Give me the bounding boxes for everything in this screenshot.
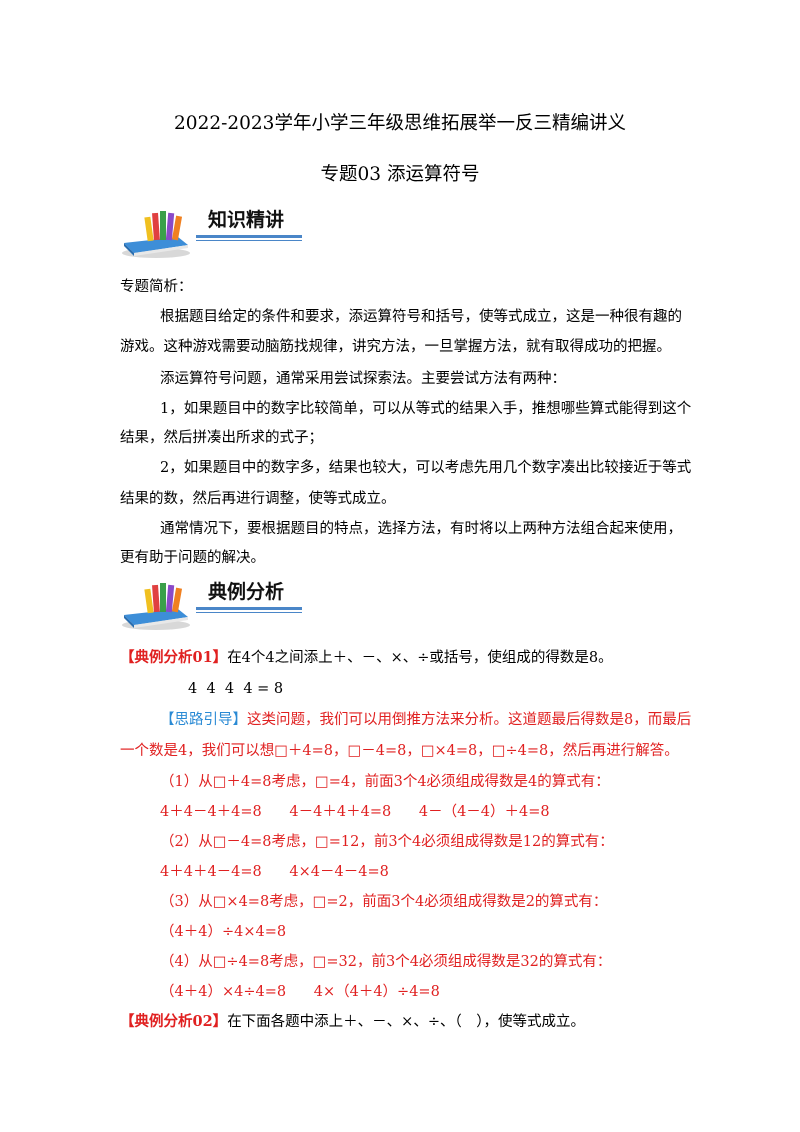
document-subtitle: 专题03 添运算符号 bbox=[320, 164, 480, 185]
case-1: （1）从□＋4=8考虑，□=4，前面3个4必须组成得数是4的算式有： bbox=[160, 774, 610, 790]
example-1-label: 【典例分析01】 bbox=[120, 649, 228, 666]
example-1-line: 【典例分析01】在4个4之间添上＋、－、×、÷或括号，使组成的得数是8。 bbox=[120, 648, 613, 668]
example-2-question: 在下面各题中添上＋、－、×、÷、（ ），使等式成立。 bbox=[227, 1014, 585, 1030]
books-stack-icon bbox=[122, 583, 190, 630]
section-rule-thin bbox=[196, 240, 302, 241]
hint-line: 【思路引导】这类问题，我们可以用倒推方法来分析。这道题最后得数是8，而最后 bbox=[160, 710, 691, 730]
case-2-answers: 4＋4＋4－4=8 4×4－4－4=8 bbox=[160, 864, 389, 880]
books-stack-icon bbox=[122, 211, 190, 258]
analysis-paragraph-1a: 根据题目给定的条件和要求，添运算符号和括号，使等式成立，这是一种很有趣的 bbox=[160, 309, 682, 325]
example-1-question: 在4个4之间添上＋、－、×、÷或括号，使组成的得数是8。 bbox=[227, 650, 613, 666]
analysis-paragraph-3b: 结果，然后拼凑出所求的式子； bbox=[120, 430, 323, 446]
case-1-answers: 4＋4－4＋4=8 4－4＋4＋4=8 4－（4－4）＋4=8 bbox=[160, 804, 550, 820]
analysis-paragraph-4b: 结果的数，然后再进行调整，使等式成立。 bbox=[120, 491, 396, 507]
example-2-line: 【典例分析02】在下面各题中添上＋、－、×、÷、（ ），使等式成立。 bbox=[120, 1012, 585, 1032]
analysis-paragraph-5b: 更有助于问题的解决。 bbox=[120, 550, 265, 566]
case-4-answers: （4＋4）×4÷4=8 4×（4＋4）÷4=8 bbox=[160, 984, 440, 1000]
document-title: 2022-2023学年小学三年级思维拓展举一反三精编讲义 bbox=[174, 113, 626, 134]
example-2-label: 【典例分析02】 bbox=[120, 1013, 228, 1030]
analysis-paragraph-3a: 1，如果题目中的数字比较简单，可以从等式的结果入手，推想哪些算式能得到这个 bbox=[160, 401, 692, 417]
case-3-answers: （4＋4）÷4×4=8 bbox=[160, 924, 287, 940]
analysis-paragraph-4a: 2，如果题目中的数字多，结果也较大，可以考虑先用几个数字凑出比较接近于等式 bbox=[160, 460, 692, 476]
analysis-paragraph-1b: 游戏。这种游戏需要动脑筋找规律，讲究方法，一旦掌握方法，就有取得成功的把握。 bbox=[120, 339, 671, 355]
example-1-equation: 4 4 4 4 = 8 bbox=[188, 681, 284, 697]
section-header-examples: 典例分析 bbox=[118, 575, 302, 635]
section-heading: 知识精讲 bbox=[208, 209, 285, 231]
hint-text-b: 一个数是4，我们可以想□＋4=8，□－4=8，□×4=8，□÷4=8，然后再进行… bbox=[120, 743, 679, 759]
case-3: （3）从□×4=8考虑，□=2，前面3个4必须组成得数是2的算式有： bbox=[160, 894, 608, 910]
section-rule bbox=[196, 607, 302, 610]
hint-text-a: 这类问题，我们可以用倒推方法来分析。这道题最后得数是8，而最后 bbox=[247, 712, 692, 728]
hint-label: 【思路引导】 bbox=[160, 712, 247, 728]
analysis-paragraph-5a: 通常情况下，要根据题目的特点，选择方法，有时将以上两种方法组合起来使用， bbox=[160, 521, 682, 537]
analysis-label: 专题简析： bbox=[120, 279, 193, 295]
analysis-paragraph-2: 添运算符号问题，通常采用尝试探索法。主要尝试方法有两种： bbox=[160, 371, 566, 387]
section-rule bbox=[196, 235, 302, 238]
case-4: （4）从□÷4=8考虑，□=32，前3个4必须组成得数是32的算式有： bbox=[160, 954, 612, 970]
section-header-knowledge: 知识精讲 bbox=[118, 203, 302, 263]
case-2: （2）从□－4=8考虑，□=12，前3个4必须组成得数是12的算式有： bbox=[160, 834, 614, 850]
section-rule-thin bbox=[196, 612, 302, 613]
section-heading: 典例分析 bbox=[208, 581, 285, 603]
